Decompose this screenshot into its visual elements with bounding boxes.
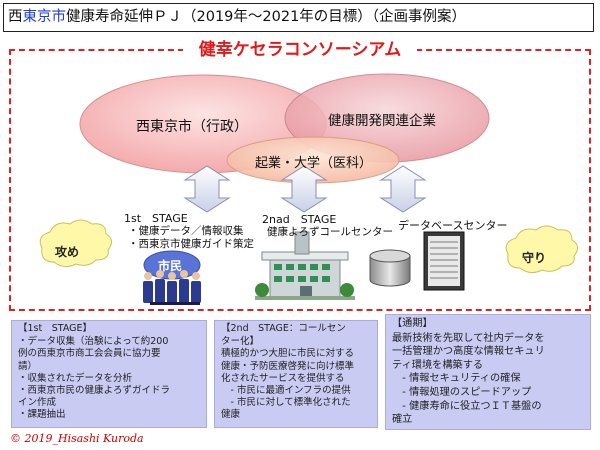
panel-stage1-heading: 【1st STAGE】 xyxy=(18,323,93,334)
stage1-item-guide: ・西東京市健康ガイド策定 xyxy=(128,238,254,250)
double-arrow-icon xyxy=(183,165,231,213)
panel-line: ・西東京市民の健康よろずガイドラ xyxy=(18,385,171,397)
server-icon xyxy=(423,231,465,291)
title-accent: 東京市 xyxy=(22,9,67,25)
panel-line: 例の西東京市商工会会員に協力要 xyxy=(18,348,161,360)
building-icon xyxy=(255,231,355,300)
attack-label: 攻め xyxy=(55,245,80,259)
citizens-label: 市民 xyxy=(158,259,183,273)
panel-line: 化されたサービスを提供する xyxy=(221,372,345,384)
academia-label: 起業・大学（医科） xyxy=(255,156,373,171)
panel-line: ・データ収集（治験によって約200 xyxy=(18,336,169,348)
panel-stage2: 【2nd STAGE：コールセン ター化】 積極的かつ大胆に市民に対する 健康・… xyxy=(214,320,378,428)
consortium-title: 健幸ケセラコンソーシアム xyxy=(183,38,417,62)
stage2-subtitle: 健康よろずコールセンター xyxy=(267,226,393,238)
panel-line: ・収集されたデータを分析 xyxy=(18,372,133,384)
defense-cloud-icon xyxy=(505,225,578,274)
panel-line: ・課題抽出 xyxy=(18,409,66,421)
panel-line: - 市民に対して標準化された xyxy=(221,397,351,409)
datacenter-label: データベースセンター xyxy=(398,219,508,232)
stage1-heading: 1st STAGE xyxy=(124,212,188,225)
panel-line: - 情報処理のスピードアップ xyxy=(392,386,532,398)
company-label: 健康開発関連企業 xyxy=(328,113,436,129)
panel-line: ティ環境を構築する xyxy=(392,359,484,371)
page-title: 西東京市健康寿命延伸ＰＪ（2019年～2021年の目標）（企画事例案） xyxy=(3,3,594,32)
panel-line: 確立 xyxy=(392,414,413,426)
double-arrow-icon xyxy=(379,165,427,213)
stage2-heading: 2nad STAGE xyxy=(262,213,337,226)
database-icon xyxy=(369,249,411,287)
panel-line: - 市民に最適インフラの提供 xyxy=(221,385,351,397)
title-prefix: 西 xyxy=(8,9,23,25)
title-rest: 健康寿命延伸ＰＪ（2019年～2021年の目標）（企画事例案） xyxy=(66,9,467,25)
panel-ongoing-heading: 【通期】 xyxy=(392,318,433,329)
panel-line: イン作成 xyxy=(18,397,57,409)
panel-line: 健康 xyxy=(221,409,241,421)
panel-line: - 情報セキュリティの確保 xyxy=(392,373,521,385)
panel-line: ター化】 xyxy=(221,336,260,348)
panel-line: 最新技術を先取して社内データを xyxy=(392,332,545,344)
people-group-icon xyxy=(143,270,201,305)
attack-cloud-icon xyxy=(39,219,112,268)
panel-line: 積極的かつ大胆に市民に対する xyxy=(221,348,355,360)
panel-ongoing: 【通期】 最新技術を先取して社内データを 一括管理かつ高度な情報セキュリ ティ環… xyxy=(385,314,591,430)
panel-line: 一括管理かつ高度な情報セキュリ xyxy=(392,346,545,358)
panel-stage2-heading: 【2nd STAGE：コールセン xyxy=(221,323,346,334)
double-arrow-icon xyxy=(280,165,328,213)
panel-line: 健康・予防医療啓発に向け標準 xyxy=(221,360,355,372)
panel-line: - 健康寿命に役立つＩＴ基盤の xyxy=(392,400,542,412)
city-label: 西東京市（行政） xyxy=(136,119,248,135)
stage1-item-data: ・健康データ／情報収集 xyxy=(128,225,244,237)
copyright: © 2019_Hisashi Kuroda xyxy=(10,432,144,445)
defense-label: 守り xyxy=(522,251,547,265)
panel-line: 請） xyxy=(18,360,38,372)
panel-stage1: 【1st STAGE】 ・データ収集（治験によって約200 例の西東京市商工会会… xyxy=(11,320,207,428)
